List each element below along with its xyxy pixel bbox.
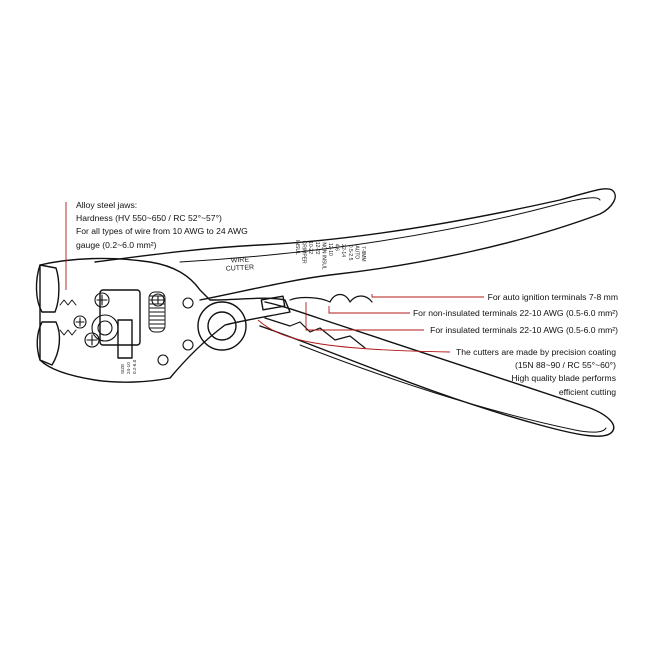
leader-non-insulated <box>328 306 410 314</box>
jaws-callout-line: Hardness (HV 550~650 / RC 52°~57°) <box>76 213 222 224</box>
leader-insulated <box>305 302 424 331</box>
crimp-scale-label: 22-14 <box>340 244 346 257</box>
callout-line: The cutters are made by precision coatin… <box>455 347 616 357</box>
upper-handle-grip <box>179 197 601 263</box>
cutters-callout: The cutters are made by precision coatin… <box>456 346 616 399</box>
jaw-tip <box>35 264 60 313</box>
crimp-scale-label: 12-10 <box>327 243 333 256</box>
jaws-callout-line: Alloy steel jaws: <box>76 200 138 210</box>
crimp-scale-label: 7-8MM <box>360 246 366 262</box>
crimp-scale-label: INSUL <box>294 240 300 255</box>
wire-cutter-label: CUTTER <box>226 264 255 272</box>
insulated-callout: For insulated terminals 22-10 AWG (0.5-6… <box>430 324 618 337</box>
crimp-scale-label: AUTO <box>353 245 359 259</box>
jaws-callout: Alloy steel jaws: Hardness (HV 550~650 /… <box>76 199 248 252</box>
stripper-scale <box>117 319 133 359</box>
callout-line: efficient cutting <box>558 386 616 397</box>
callout-line: High quality blade performs <box>511 373 616 384</box>
crimp-scale-label: CRIMPER <box>301 241 307 264</box>
crimp-scale-label: NON INSUL <box>320 242 326 269</box>
strip-scale-label: 24-10 <box>126 362 131 374</box>
upper-handle <box>94 188 616 301</box>
pivot-inner <box>207 311 237 341</box>
spring <box>148 291 166 333</box>
lower-handle <box>259 301 615 437</box>
callout-line: For non-insulated terminals 22-10 AWG (0… <box>412 308 618 318</box>
strip-scale-label: SIZE <box>120 364 125 374</box>
crimp-scale-label: 10-22 <box>307 241 313 254</box>
auto-ignition-callout: For auto ignition terminals 7-8 mm <box>488 291 618 304</box>
lower-jaw <box>36 321 61 366</box>
strip-scale-label: 0.2-6.0 <box>132 359 137 374</box>
wire-cutter-label: WIRE <box>231 257 250 265</box>
screws <box>73 292 194 366</box>
crimp-scale-label: 12-22 <box>314 242 320 255</box>
jaws-callout-line: gauge (0.2~6.0 mm²) <box>76 239 157 250</box>
leader-auto-ignition <box>371 294 484 298</box>
leader-lines <box>65 202 484 353</box>
cutter-plate <box>260 295 286 311</box>
pivot-outer <box>197 301 247 351</box>
leader-cutters <box>257 319 451 353</box>
jaws-callout-line: For all types of wire from 10 AWG to 24 … <box>76 226 248 237</box>
callout-line: For auto ignition terminals 7-8 mm <box>487 292 618 302</box>
stripper-block <box>99 289 141 346</box>
crimp-scale-label: 0.5-2.5 <box>347 245 353 261</box>
crimp-notches <box>289 293 373 303</box>
callout-line: (15N 88~90 / RC 55°~60°) <box>515 360 616 371</box>
non-insulated-callout: For non-insulated terminals 22-10 AWG (0… <box>413 307 618 320</box>
callout-line: For insulated terminals 22-10 AWG (0.5-6… <box>430 325 618 335</box>
lower-handle-grip <box>299 344 607 433</box>
crimp-scale-label: 4-6 <box>334 244 340 251</box>
jaw-teeth <box>59 299 77 336</box>
head-body <box>39 257 291 383</box>
